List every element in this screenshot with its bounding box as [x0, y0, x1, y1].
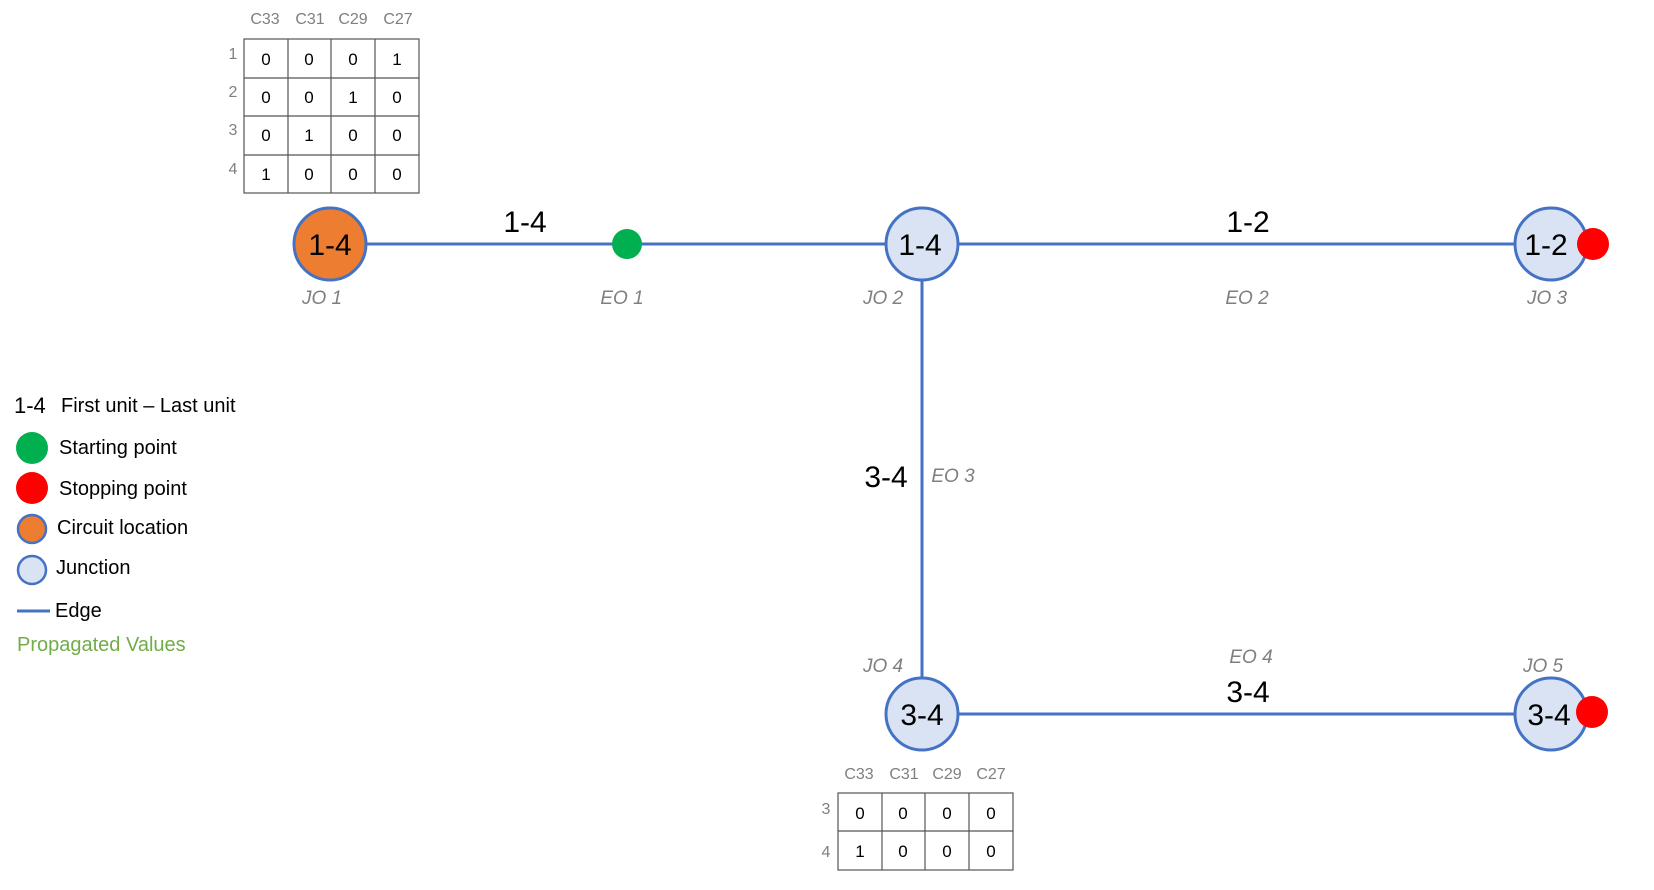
legend-junction-icon	[16, 554, 48, 586]
table-bottom-row-header: 3	[822, 801, 831, 818]
edge-eo3-id: EO 3	[931, 466, 975, 487]
edge-eo2-id: EO 2	[1225, 288, 1269, 309]
legend-key-sample: 1-4	[14, 393, 46, 418]
table-top-cell: 0	[304, 165, 313, 184]
legend-key-text: First unit – Last unit	[61, 395, 236, 417]
table-top-row-header: 1	[229, 46, 238, 63]
node-jo5-id: JO 5	[1522, 656, 1564, 677]
table-bottom-cell: 0	[898, 804, 907, 823]
table-top-cell: 0	[261, 88, 270, 107]
table-bottom-col-header: C27	[976, 766, 1005, 783]
table-top-cell: 0	[348, 126, 357, 145]
stopping-point-marker-jo3[interactable]	[1577, 228, 1609, 260]
table-bottom-row-header: 4	[822, 844, 831, 861]
table-bottom-cell: 1	[855, 842, 864, 861]
table-top-cell: 0	[348, 50, 357, 69]
table-top-row-header: 2	[229, 84, 238, 101]
legend-stop-text: Stopping point	[59, 478, 187, 500]
legend-start-icon	[16, 432, 48, 464]
legend-start-text: Starting point	[59, 437, 177, 459]
table-top-row-header: 3	[229, 122, 238, 139]
edge-eo4-id: EO 4	[1229, 647, 1272, 668]
legend-junction-text: Junction	[56, 557, 131, 579]
node-jo2[interactable]: 1-4	[884, 206, 960, 282]
table-top-cell: 0	[261, 126, 270, 145]
table-bottom-col-header: C31	[889, 766, 918, 783]
legend: 1-4 First unit – Last unit Starting poin…	[14, 393, 236, 656]
legend-edge-text: Edge	[55, 600, 102, 622]
table-top-cell: 0	[392, 88, 401, 107]
legend-stop-icon	[16, 472, 48, 504]
legend-circuit-text: Circuit location	[57, 517, 188, 539]
propagated-table-bottom: C33 C31 C29 C27 3 4 0 0 0 0 1 0 0 0	[822, 766, 1014, 871]
node-jo4-id: JO 4	[862, 656, 903, 677]
table-top-cell: 0	[304, 88, 313, 107]
node-jo1[interactable]: 1-4	[292, 206, 368, 282]
legend-propagated-text: Propagated Values	[17, 634, 186, 656]
node-jo2-label: 1-4	[898, 229, 941, 262]
table-top-cell: 0	[304, 50, 313, 69]
node-jo3[interactable]: 1-2	[1513, 206, 1589, 282]
table-top-col-header: C29	[338, 11, 367, 28]
table-top-cell: 0	[348, 165, 357, 184]
edge-eo3-label: 3-4	[864, 461, 907, 494]
table-top-col-header: C31	[295, 11, 324, 28]
edge-eo4-label: 3-4	[1226, 676, 1269, 709]
node-jo1-label: 1-4	[308, 229, 351, 262]
table-bottom-cell: 0	[986, 842, 995, 861]
edge-eo2-label: 1-2	[1226, 206, 1269, 239]
table-top-cell: 0	[392, 126, 401, 145]
table-top-cell: 1	[348, 88, 357, 107]
node-jo4[interactable]: 3-4	[884, 676, 960, 752]
node-jo5-label: 3-4	[1527, 699, 1570, 732]
table-top-cell: 0	[392, 165, 401, 184]
table-top-col-header: C33	[250, 11, 279, 28]
propagated-table-top: C33 C31 C29 C27 1 2 3 4 0 0 0 1 0 0 1 0 …	[229, 11, 420, 194]
table-top-cell: 0	[261, 50, 270, 69]
legend-circuit-icon	[16, 513, 48, 545]
table-bottom-cell: 0	[855, 804, 864, 823]
table-bottom-cell: 0	[942, 804, 951, 823]
table-bottom-cell: 0	[942, 842, 951, 861]
table-bottom-cell: 0	[898, 842, 907, 861]
table-top-cell: 1	[261, 165, 270, 184]
table-bottom-col-header: C29	[932, 766, 961, 783]
edge-eo1-label: 1-4	[503, 206, 546, 239]
node-jo3-id: JO 3	[1526, 288, 1568, 309]
node-jo2-id: JO 2	[862, 288, 904, 309]
table-bottom-cell: 0	[986, 804, 995, 823]
edge-eo1-id: EO 1	[600, 288, 643, 309]
table-top-row-header: 4	[229, 161, 238, 178]
table-top-cell: 1	[304, 126, 313, 145]
table-top-col-header: C27	[383, 11, 412, 28]
node-jo1-id: JO 1	[301, 288, 342, 309]
node-jo3-label: 1-2	[1524, 229, 1567, 262]
node-jo4-label: 3-4	[900, 699, 943, 732]
starting-point-marker[interactable]	[612, 229, 642, 259]
stopping-point-marker-jo5[interactable]	[1576, 696, 1608, 728]
table-top-cell: 1	[392, 50, 401, 69]
table-bottom-col-header: C33	[844, 766, 873, 783]
